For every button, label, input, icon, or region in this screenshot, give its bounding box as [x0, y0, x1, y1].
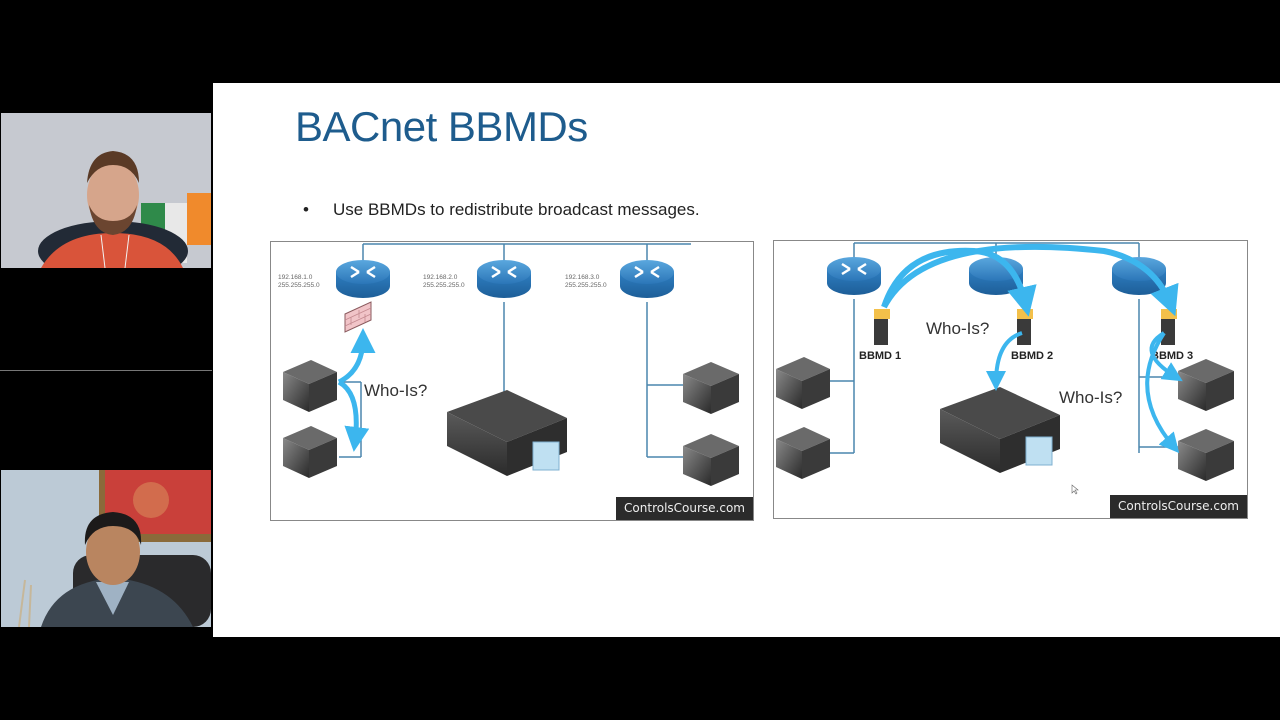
router-icon	[969, 257, 1023, 295]
controller-device-icon	[776, 357, 830, 409]
diagram-bbmd-forwarding: BBMD 1 BBMD 2 BBMD 3	[773, 240, 1248, 519]
participant-1-video	[1, 113, 211, 268]
subnet-2-mask: 255.255.255.0	[423, 282, 465, 289]
who-is-label: Who-Is?	[926, 319, 989, 338]
bbmd-device-icon	[1017, 309, 1033, 345]
participant-2-video	[1, 470, 211, 627]
bbmd-1-label: BBMD 1	[859, 350, 901, 362]
server-icon	[940, 387, 1060, 473]
controller-device-icon	[1178, 429, 1234, 481]
subnet-2-ip: 192.168.2.0	[423, 274, 458, 281]
red-shirt	[41, 233, 183, 268]
firewall-icon	[344, 301, 372, 333]
workstation-badge	[532, 441, 560, 471]
bullet-text: Use BBMDs to redistribute broadcast mess…	[333, 200, 700, 219]
subnet-1-ip: 192.168.1.0	[278, 274, 313, 281]
bbmd-device-icon	[874, 309, 890, 345]
participant-video-tile-2[interactable]	[1, 470, 211, 627]
bbmd-forward-arrows	[881, 243, 1179, 317]
controller-device-icon	[283, 360, 337, 412]
envelope-icon	[874, 309, 890, 319]
controller-device-icon	[683, 362, 739, 414]
presentation-slide: BACnet BBMDs • Use BBMDs to redistribute …	[213, 83, 1280, 637]
controller-device-icon	[683, 434, 739, 486]
who-is-label: Who-Is?	[1059, 388, 1122, 407]
workstation-badge	[1025, 436, 1053, 466]
controller-device-icon	[1178, 359, 1234, 411]
broadcast-arrows	[337, 328, 376, 452]
router-icon	[336, 260, 390, 298]
slide-bullet: • Use BBMDs to redistribute broadcast mes…	[303, 200, 700, 220]
participant-video-column	[0, 0, 212, 720]
controller-device-icon	[283, 426, 337, 478]
subnet-1-mask: 255.255.255.0	[278, 282, 320, 289]
controller-device-icon	[776, 427, 830, 479]
subnet-3-ip: 192.168.3.0	[565, 274, 600, 281]
backbone-lines	[339, 243, 691, 458]
participant-video-tile-1[interactable]	[1, 113, 211, 268]
router-icon	[477, 260, 531, 298]
server-icon	[447, 390, 567, 476]
bullet-glyph: •	[303, 200, 309, 219]
bbmd-3-label: BBMD 3	[1151, 350, 1193, 362]
diagram-broadcast-blocked: 192.168.1.0 255.255.255.0 192.168.2.0 25…	[270, 241, 754, 521]
router-icon	[620, 260, 674, 298]
subnet-3-mask: 255.255.255.0	[565, 282, 607, 289]
watermark: ControlsCourse.com	[1110, 495, 1247, 518]
bbmd-2-label: BBMD 2	[1011, 350, 1053, 362]
router-icon	[827, 257, 881, 295]
flag-orange-stripe	[187, 193, 211, 245]
slide-title: BACnet BBMDs	[295, 103, 588, 150]
watermark: ControlsCourse.com	[616, 497, 753, 520]
bbmd-device-icon	[1161, 309, 1177, 345]
tile-separator	[0, 370, 212, 371]
mouse-cursor-icon	[1071, 484, 1079, 495]
who-is-label: Who-Is?	[364, 381, 427, 400]
local-broadcast-arrows	[986, 331, 1183, 454]
